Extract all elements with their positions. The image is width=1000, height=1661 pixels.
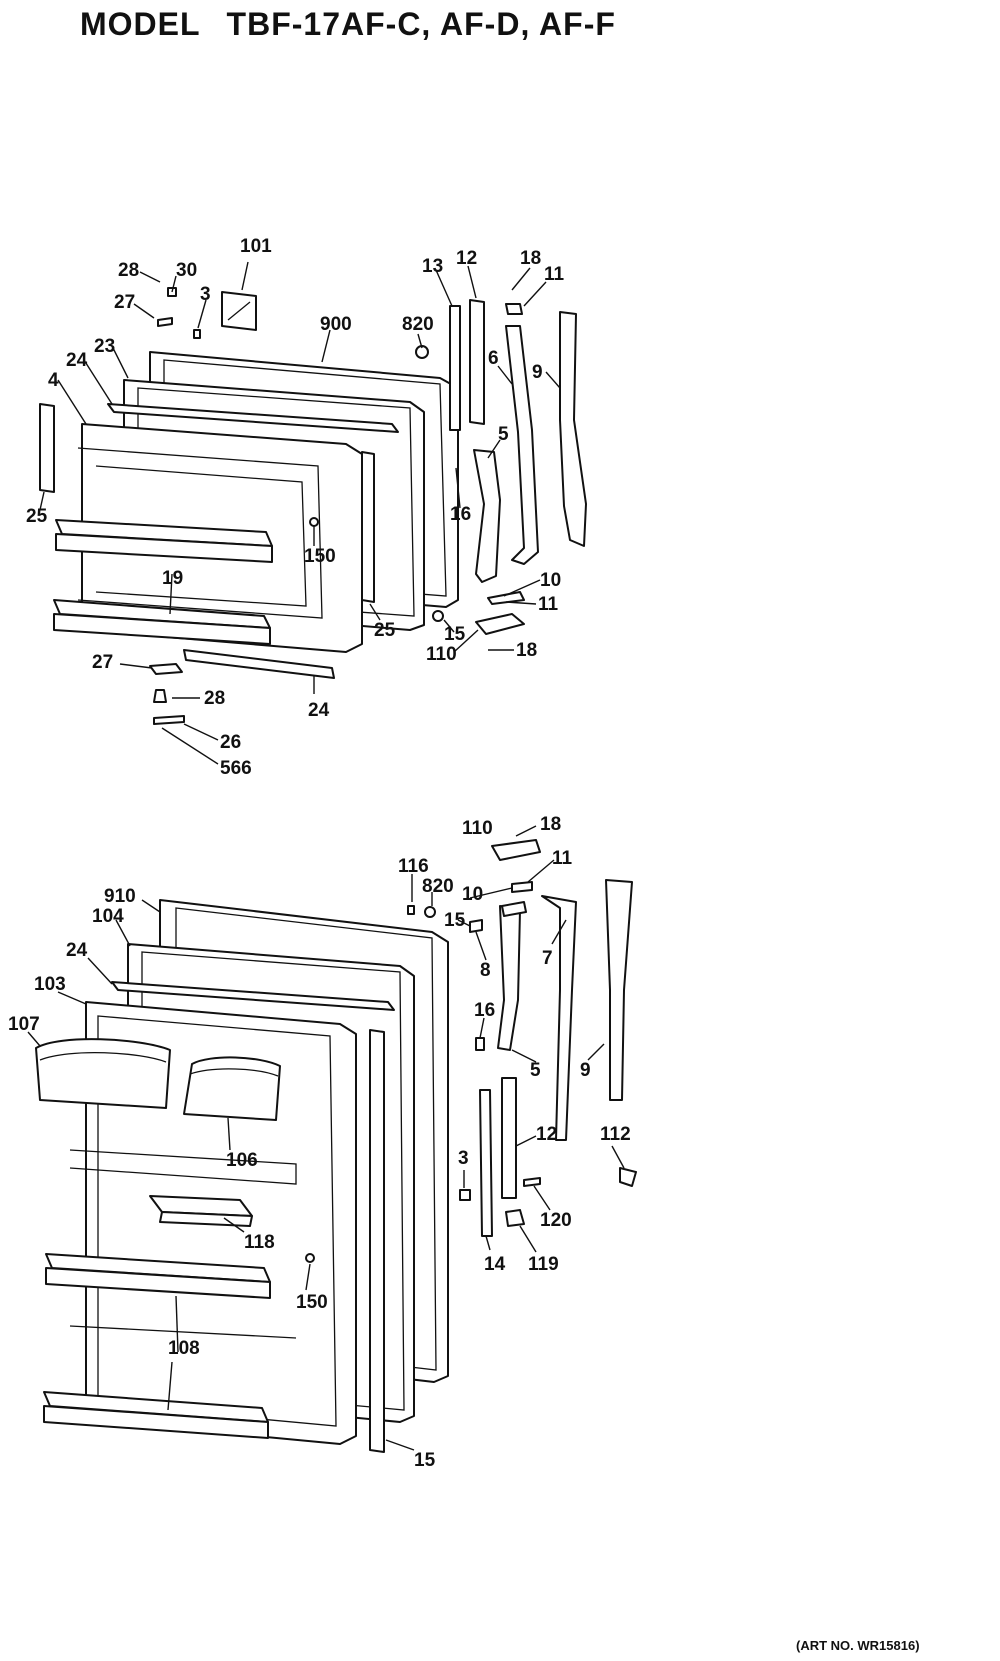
fresh-food-breaker-strip (111, 981, 395, 1011)
label-110: 110 (462, 818, 493, 839)
label-118: 118 (244, 1232, 275, 1253)
label-9: 9 (532, 362, 543, 383)
label-820: 820 (402, 314, 434, 335)
label-15: 15 (444, 910, 466, 931)
label-11b: 11 (538, 594, 559, 615)
label-15: 15 (444, 624, 466, 645)
label-3: 3 (458, 1148, 469, 1169)
page-title: MODEL TBF-17AF-C, AF-D, AF-F (80, 6, 616, 43)
label-106: 106 (226, 1150, 258, 1171)
label-28b: 28 (204, 688, 225, 709)
label-25-left: 25 (26, 506, 48, 527)
label-25-right: 25 (374, 620, 396, 641)
dairy-door-right (183, 1056, 281, 1121)
freezer-side-bar-left (39, 403, 55, 493)
model-numbers: TBF-17AF-C, AF-D, AF-F (226, 6, 616, 42)
fresh-food-leader-lines (27, 825, 625, 1451)
label-27b: 27 (92, 652, 113, 673)
fresh-food-small-parts (305, 839, 637, 1263)
label-16: 16 (450, 504, 471, 525)
freezer-bottom-strip (183, 649, 335, 679)
freezer-handle-6 (505, 325, 539, 565)
label-107: 107 (8, 1014, 40, 1035)
label-19: 19 (162, 568, 183, 589)
freezer-breaker-strip (107, 403, 399, 433)
freezer-handle-5 (473, 449, 501, 583)
label-12: 12 (456, 248, 477, 269)
label-104: 104 (92, 906, 124, 927)
egg-tray (149, 1195, 253, 1227)
fresh-food-handle-cover (605, 879, 633, 1101)
label-900: 900 (320, 314, 352, 335)
fresh-food-handle-strips (479, 1077, 517, 1237)
label-5: 5 (498, 424, 509, 445)
label-24b: 24 (308, 700, 330, 721)
freezer-side-bar-right (361, 451, 375, 603)
label-112: 112 (600, 1124, 631, 1145)
label-4: 4 (48, 370, 59, 391)
label-116: 116 (398, 856, 429, 877)
label-150: 150 (304, 546, 336, 567)
freezer-shelf-bottom (53, 599, 271, 645)
label-11: 11 (552, 848, 573, 869)
fresh-food-side-bar (369, 1029, 385, 1453)
label-910: 910 (104, 886, 136, 907)
label-120: 120 (540, 1210, 572, 1231)
label-13: 13 (422, 256, 443, 277)
fresh-food-handle-5 (497, 905, 521, 1051)
label-15b: 15 (414, 1450, 436, 1471)
label-566: 566 (220, 758, 252, 779)
model-label: MODEL (80, 6, 201, 42)
label-14: 14 (484, 1254, 506, 1275)
label-24: 24 (66, 940, 88, 961)
freezer-door-assembly: 101 28 30 27 3 900 820 13 12 18 11 9 6 5… (26, 236, 587, 779)
fresh-food-door-assembly: 110 18 11 116 820 910 104 10 15 8 7 24 1… (8, 814, 637, 1471)
freezer-leader-lines (39, 261, 561, 765)
label-28: 28 (118, 260, 139, 281)
fresh-food-shelf-bottom (43, 1391, 269, 1439)
thermometer-icon (221, 291, 257, 331)
label-8: 8 (480, 960, 491, 981)
label-150: 150 (296, 1292, 328, 1313)
freezer-handle-strips (449, 299, 485, 431)
label-27: 27 (114, 292, 135, 313)
label-119: 119 (528, 1254, 559, 1275)
label-3: 3 (200, 284, 211, 305)
label-18: 18 (540, 814, 561, 835)
label-10: 10 (540, 570, 561, 591)
label-24: 24 (66, 350, 88, 371)
label-30: 30 (176, 260, 197, 281)
label-103: 103 (34, 974, 66, 995)
freezer-handle-cover (559, 311, 587, 547)
fresh-food-handle-7 (541, 895, 577, 1141)
label-110: 110 (426, 644, 457, 665)
label-23: 23 (94, 336, 115, 357)
label-6: 6 (488, 348, 499, 369)
label-18b: 18 (516, 640, 537, 661)
label-11: 11 (544, 264, 565, 285)
label-108: 108 (168, 1338, 200, 1359)
label-7: 7 (542, 948, 553, 969)
label-12: 12 (536, 1124, 557, 1145)
label-9: 9 (580, 1060, 591, 1081)
label-820: 820 (422, 876, 454, 897)
dairy-door-left (35, 1038, 171, 1109)
label-16: 16 (474, 1000, 495, 1021)
label-10: 10 (462, 884, 483, 905)
fresh-food-shelf-middle (45, 1253, 271, 1299)
art-number: (ART NO. WR15816) (796, 1638, 920, 1653)
label-18: 18 (520, 248, 541, 269)
label-101: 101 (240, 236, 272, 257)
label-5: 5 (530, 1060, 541, 1081)
freezer-shelf-top (55, 519, 273, 563)
label-26: 26 (220, 732, 241, 753)
